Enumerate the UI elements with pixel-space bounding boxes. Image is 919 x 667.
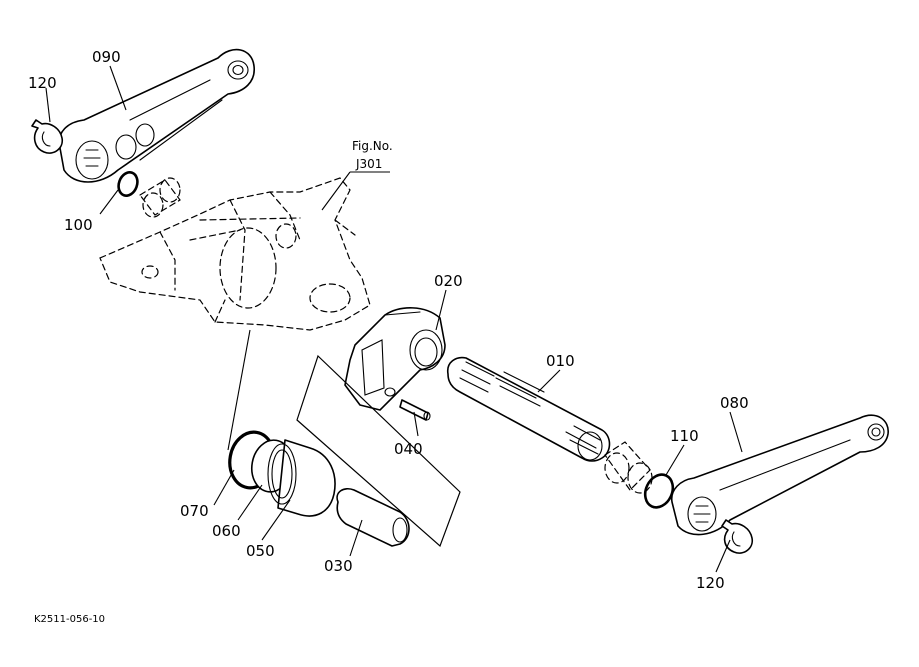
leader-lines	[45, 65, 743, 573]
piston-050	[267, 439, 336, 517]
label-050: 050	[246, 542, 275, 560]
lift-shaft-010	[446, 356, 611, 462]
snap-ring-bottom	[721, 519, 754, 554]
bushing-upper	[139, 177, 181, 218]
snap-ring-top	[31, 119, 64, 154]
label-120-top: 120	[28, 74, 57, 92]
label-120-bottom: 120	[696, 574, 725, 592]
fig-ref-line2: J301	[355, 157, 382, 171]
label-030: 030	[324, 557, 353, 575]
label-040: 040	[394, 440, 423, 458]
label-090: 090	[92, 48, 121, 66]
group-box	[296, 354, 461, 548]
label-100: 100	[64, 216, 93, 234]
label-010: 010	[546, 352, 575, 370]
fig-ref-line1: Fig.No.	[352, 139, 393, 153]
pin-040	[399, 399, 431, 421]
label-060: 060	[212, 522, 241, 540]
rod-030	[336, 487, 410, 547]
lift-arm-left	[58, 48, 255, 183]
label-020: 020	[434, 272, 463, 290]
bushing-right	[604, 441, 653, 494]
label-110: 110	[670, 427, 699, 445]
label-070: 070	[180, 502, 209, 520]
drawing-code: K2511-056-10	[34, 614, 105, 625]
o-ring-110	[643, 473, 675, 509]
label-080: 080	[720, 394, 749, 412]
lift-arm-020	[344, 307, 446, 411]
o-ring-100	[117, 171, 139, 197]
lift-arm-right	[670, 414, 889, 536]
housing-reference	[99, 177, 371, 331]
